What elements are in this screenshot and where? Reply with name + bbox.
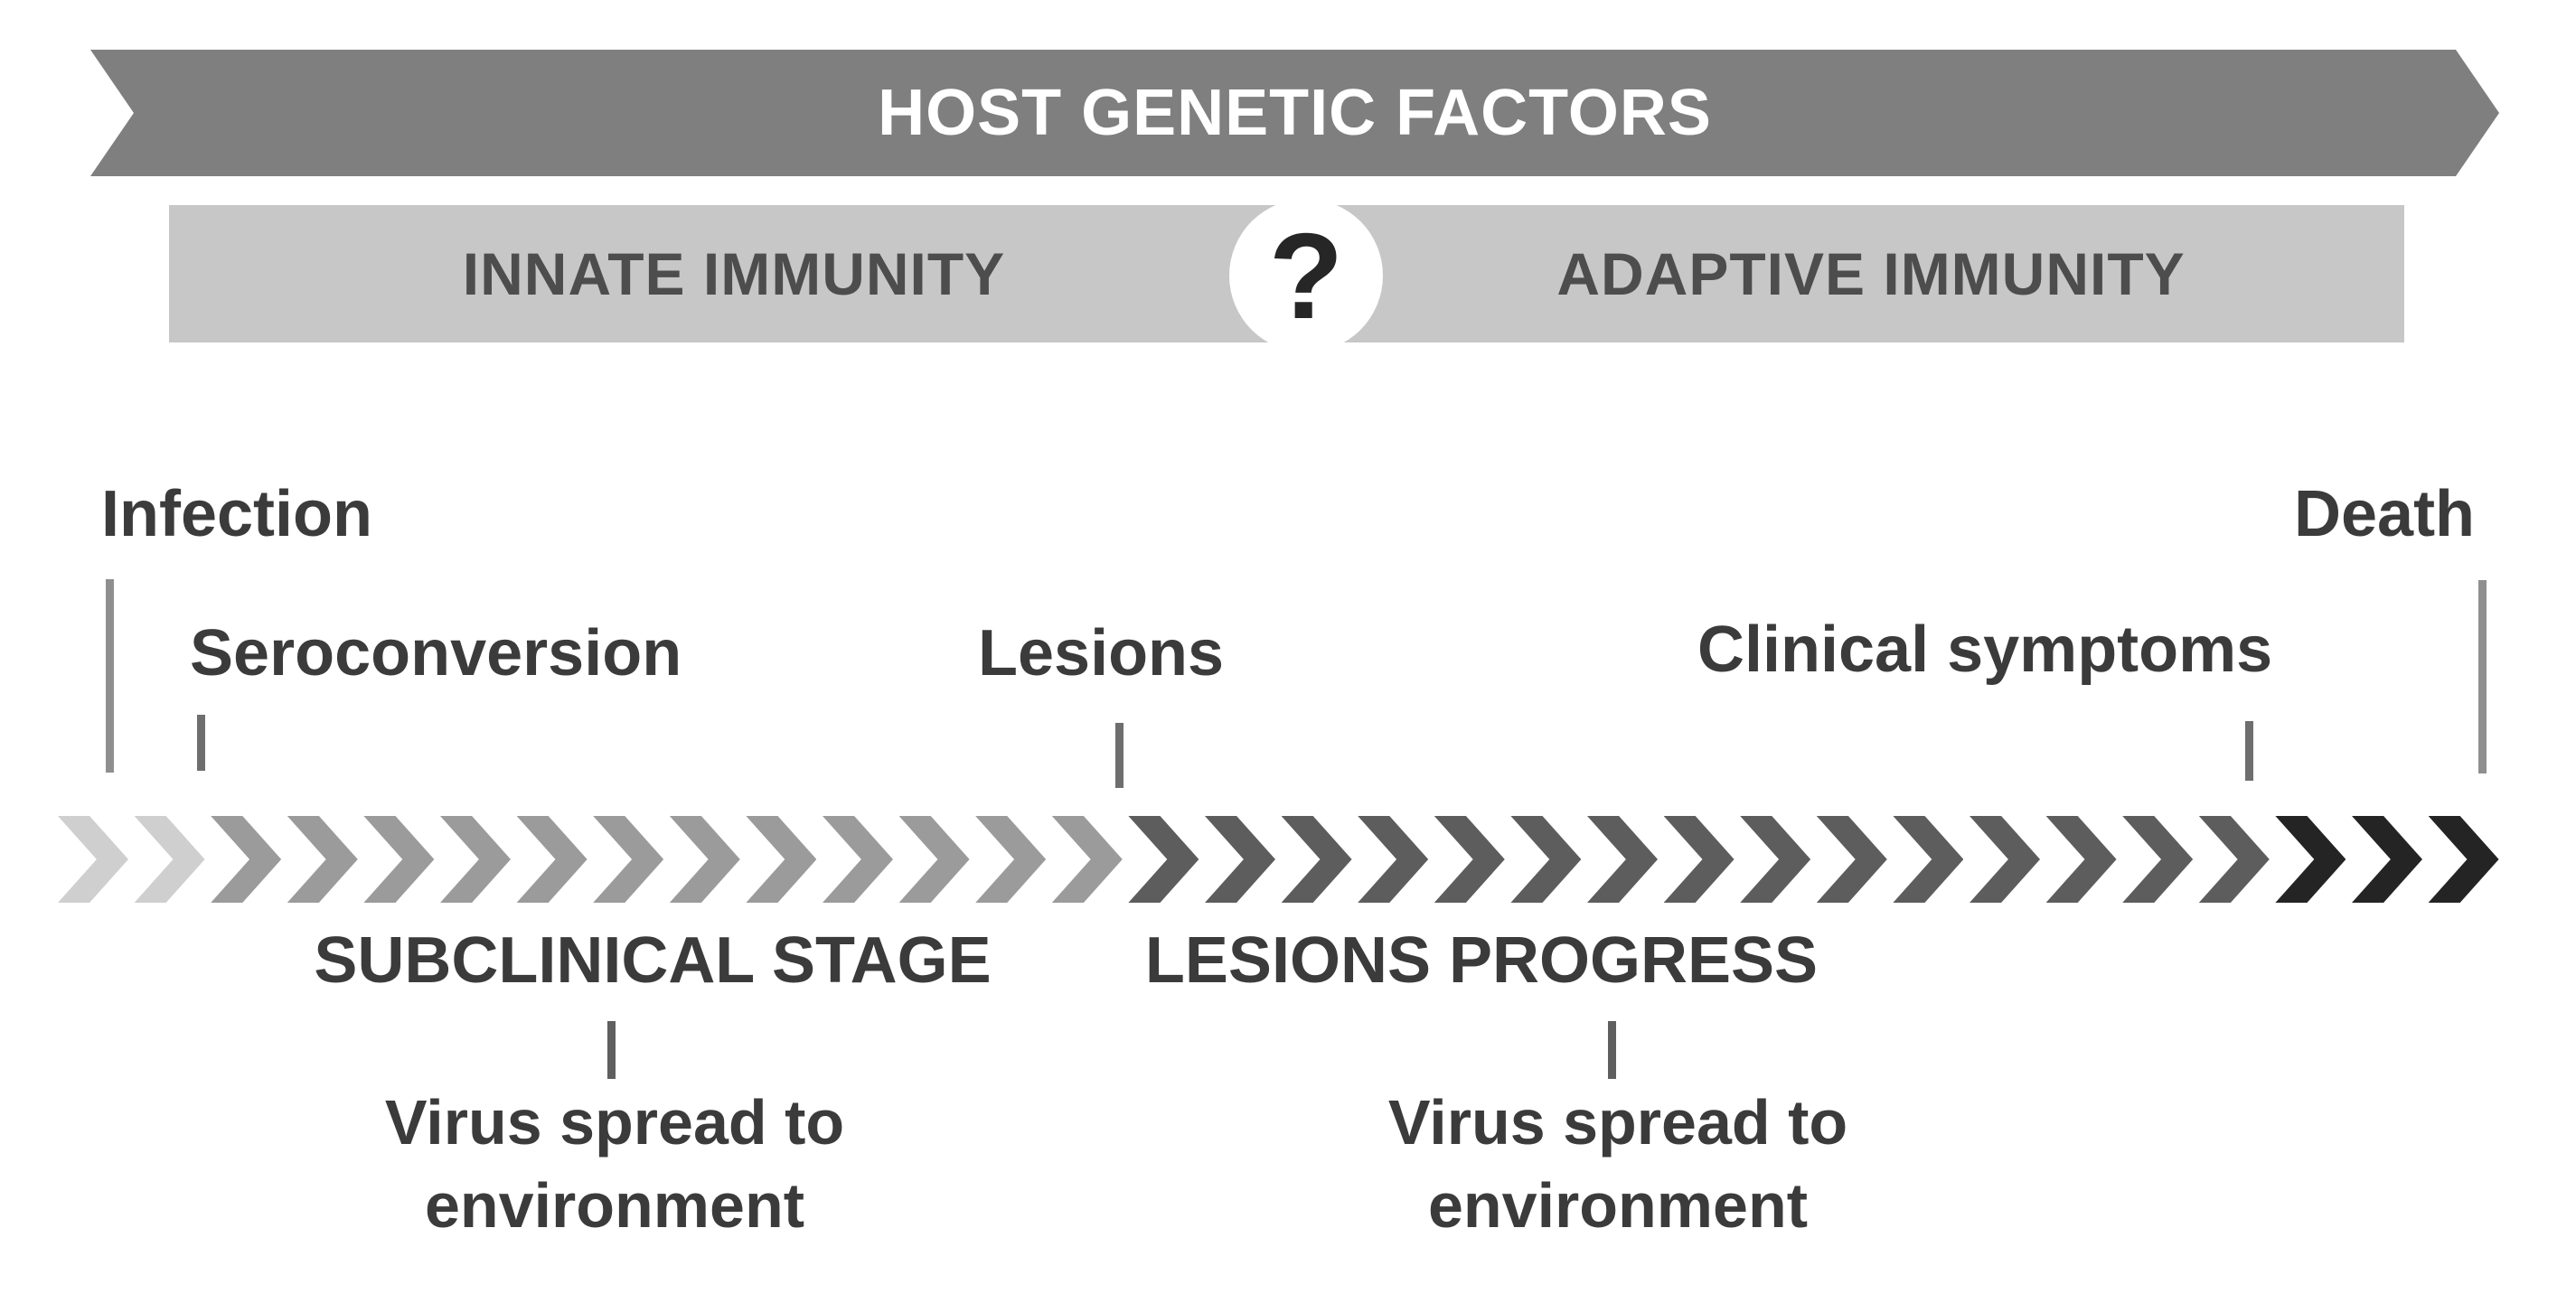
chevron-arrow-icon [2275,816,2346,903]
chevron-arrow-icon [1663,816,1735,903]
chevron-arrow-icon [1205,816,1275,903]
chevron-arrow-icon [1816,816,1887,903]
question-mark-circle: ? [1229,199,1383,352]
chevron-arrow-icon [746,816,817,903]
chevron-arrow-icon [1510,816,1582,903]
progression-chevron-band [58,816,2516,903]
chevron-arrow-icon [1128,816,1199,903]
chevron-arrow-icon [1434,816,1505,903]
chevron-arrow-icon [975,816,1047,903]
milestone-lesions: Lesions [978,617,1225,689]
chevron-arrow-icon [211,816,282,903]
chevron-arrow-icon [898,816,970,903]
chevron-arrow-icon [669,816,740,903]
chevron-arrow-icon [440,816,511,903]
milestone-seroconversion: Seroconversion [190,617,682,689]
question-mark-icon: ? [1268,207,1344,344]
chevron-arrow-icon [134,816,205,903]
chevron-arrow-icon [1893,816,1964,903]
stage-title-lesions-progress: LESIONS PROGRESS [1144,924,1819,997]
stage-title-subclinical: SUBCLINICAL STAGE [314,924,992,997]
tick-clinical-symptoms [2245,721,2253,781]
chevron-arrow-icon [58,816,128,903]
annotation-virus-spread-1: Virus spread to environment [385,1081,844,1247]
adaptive-immunity-label: ADAPTIVE IMMUNITY [1556,240,2186,307]
chevron-arrow-icon [1281,816,1352,903]
annotation-virus-spread-2: Virus spread to environment [1388,1081,1847,1247]
chevron-arrow-icon [1051,816,1123,903]
chevron-arrow-icon [1587,816,1658,903]
chevron-arrow-icon [2045,816,2117,903]
innate-immunity-label: INNATE IMMUNITY [462,240,1006,307]
host-genetic-factors-banner: HOST GENETIC FACTORS [90,50,2499,176]
tick-seroconversion [197,715,205,771]
banner-label: HOST GENETIC FACTORS [878,77,1712,149]
chevron-arrow-icon [2198,816,2270,903]
chevron-arrow-icon [823,816,893,903]
milestone-clinical-symptoms: Clinical symptoms [1697,614,2273,686]
annotation-line: Virus spread to [1387,1087,1848,1158]
tick-death [2478,580,2487,773]
chevron-arrow-icon [593,816,664,903]
chevron-arrow-icon [2428,816,2499,903]
chevron-arrow-icon [516,816,588,903]
annotation-line: environment [1427,1170,1809,1241]
chevron-arrow-icon [287,816,358,903]
chevron-arrow-icon [1970,816,2040,903]
annotation-line: environment [424,1170,805,1241]
milestone-death: Death [2294,478,2476,550]
chevron-arrow-icon [1358,816,1429,903]
chevron-arrow-icon [363,816,435,903]
tick-lesions-annotation [1608,1021,1616,1079]
chevron-arrow-icon [2352,816,2422,903]
chevron-arrow-icon [1740,816,1811,903]
milestone-infection: Infection [101,478,372,550]
tick-subclinical-annotation [607,1021,616,1079]
tick-infection [106,579,114,773]
tick-lesions [1115,723,1123,788]
chevron-arrow-icon [2122,816,2194,903]
annotation-line: Virus spread to [384,1087,845,1158]
